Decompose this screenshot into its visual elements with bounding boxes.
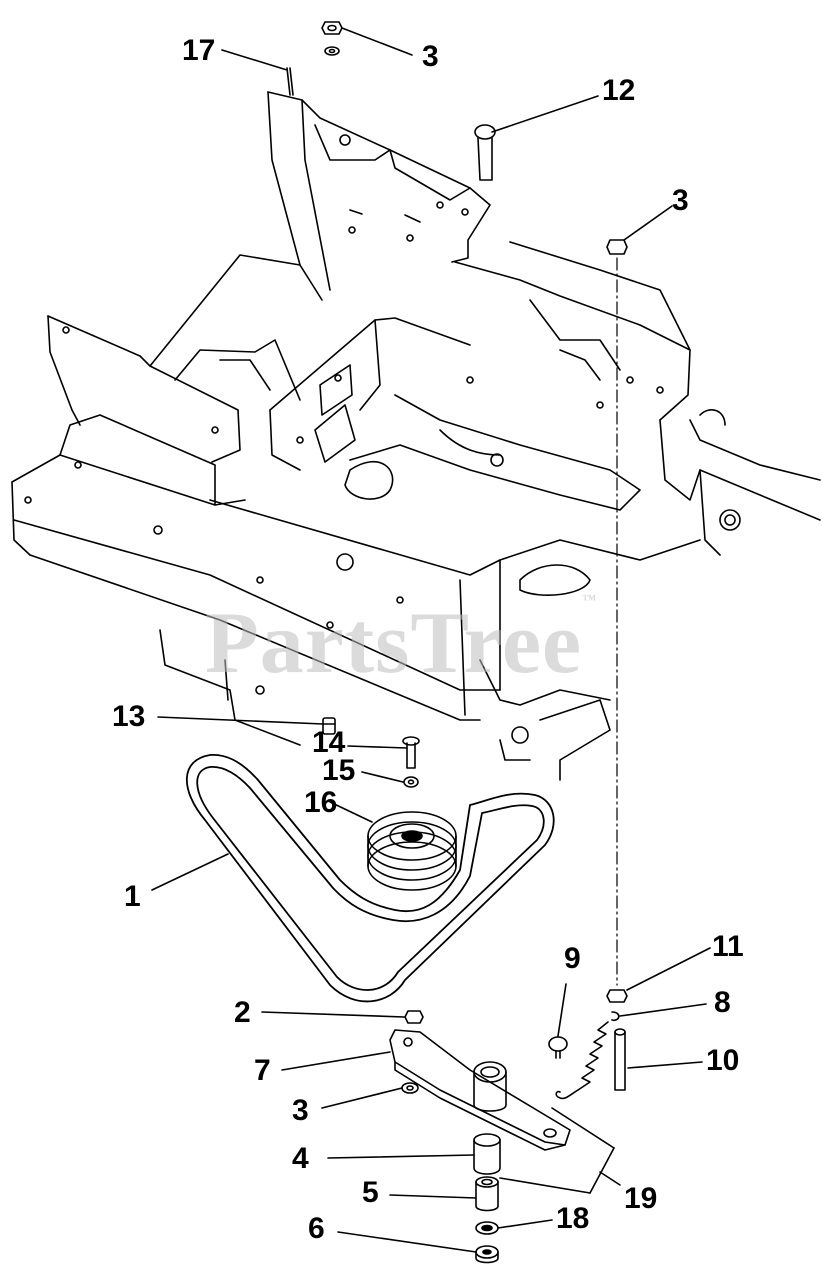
callout-9: 9 — [564, 942, 581, 975]
washer-top — [324, 46, 340, 56]
bolt-14 — [402, 736, 420, 769]
callout-17: 17 — [182, 34, 216, 67]
bolt-17 — [286, 67, 294, 96]
callout-19: 19 — [624, 1182, 658, 1215]
spring-8 — [555, 1011, 620, 1100]
nut-3-right — [606, 239, 628, 255]
pin-12 — [474, 124, 496, 181]
leader-lines — [151, 27, 711, 1253]
watermark: PartsTree™ — [205, 593, 598, 692]
pin-10 — [614, 1028, 626, 1091]
callout-18: 18 — [556, 1202, 590, 1235]
callout-7: 7 — [254, 1054, 271, 1087]
callout-15: 15 — [322, 754, 356, 787]
drive-belt — [185, 754, 555, 1003]
callout-12: 12 — [602, 74, 636, 107]
callout-10: 10 — [706, 1044, 740, 1077]
callout-3-right: 3 — [672, 184, 689, 217]
nut-2 — [404, 1010, 424, 1024]
bushing-4 — [473, 1133, 501, 1175]
stud-13 — [322, 717, 336, 735]
nut-11 — [606, 989, 628, 1003]
washer-15 — [403, 776, 419, 788]
callout-3-top: 3 — [422, 40, 439, 73]
callout-6: 6 — [308, 1212, 325, 1245]
washer-3-lower — [401, 1082, 419, 1094]
knob-9 — [548, 1036, 568, 1059]
callout-5: 5 — [362, 1176, 379, 1209]
mower-frame — [11, 91, 821, 781]
callout-11: 11 — [712, 930, 744, 963]
callout-4: 4 — [292, 1142, 309, 1175]
callout-14: 14 — [312, 726, 346, 759]
callout-3-lower: 3 — [292, 1094, 309, 1127]
spacer-5 — [475, 1176, 499, 1212]
nut-6 — [475, 1245, 499, 1264]
idler-arm — [389, 1029, 571, 1151]
callout-2: 2 — [234, 996, 251, 1029]
callout-16: 16 — [304, 786, 338, 819]
callout-1: 1 — [124, 880, 141, 913]
washer-18 — [475, 1221, 499, 1235]
idler-pulley — [367, 811, 457, 891]
nut-3-top — [321, 21, 343, 35]
callout-8: 8 — [714, 986, 731, 1019]
callout-13: 13 — [112, 700, 146, 733]
